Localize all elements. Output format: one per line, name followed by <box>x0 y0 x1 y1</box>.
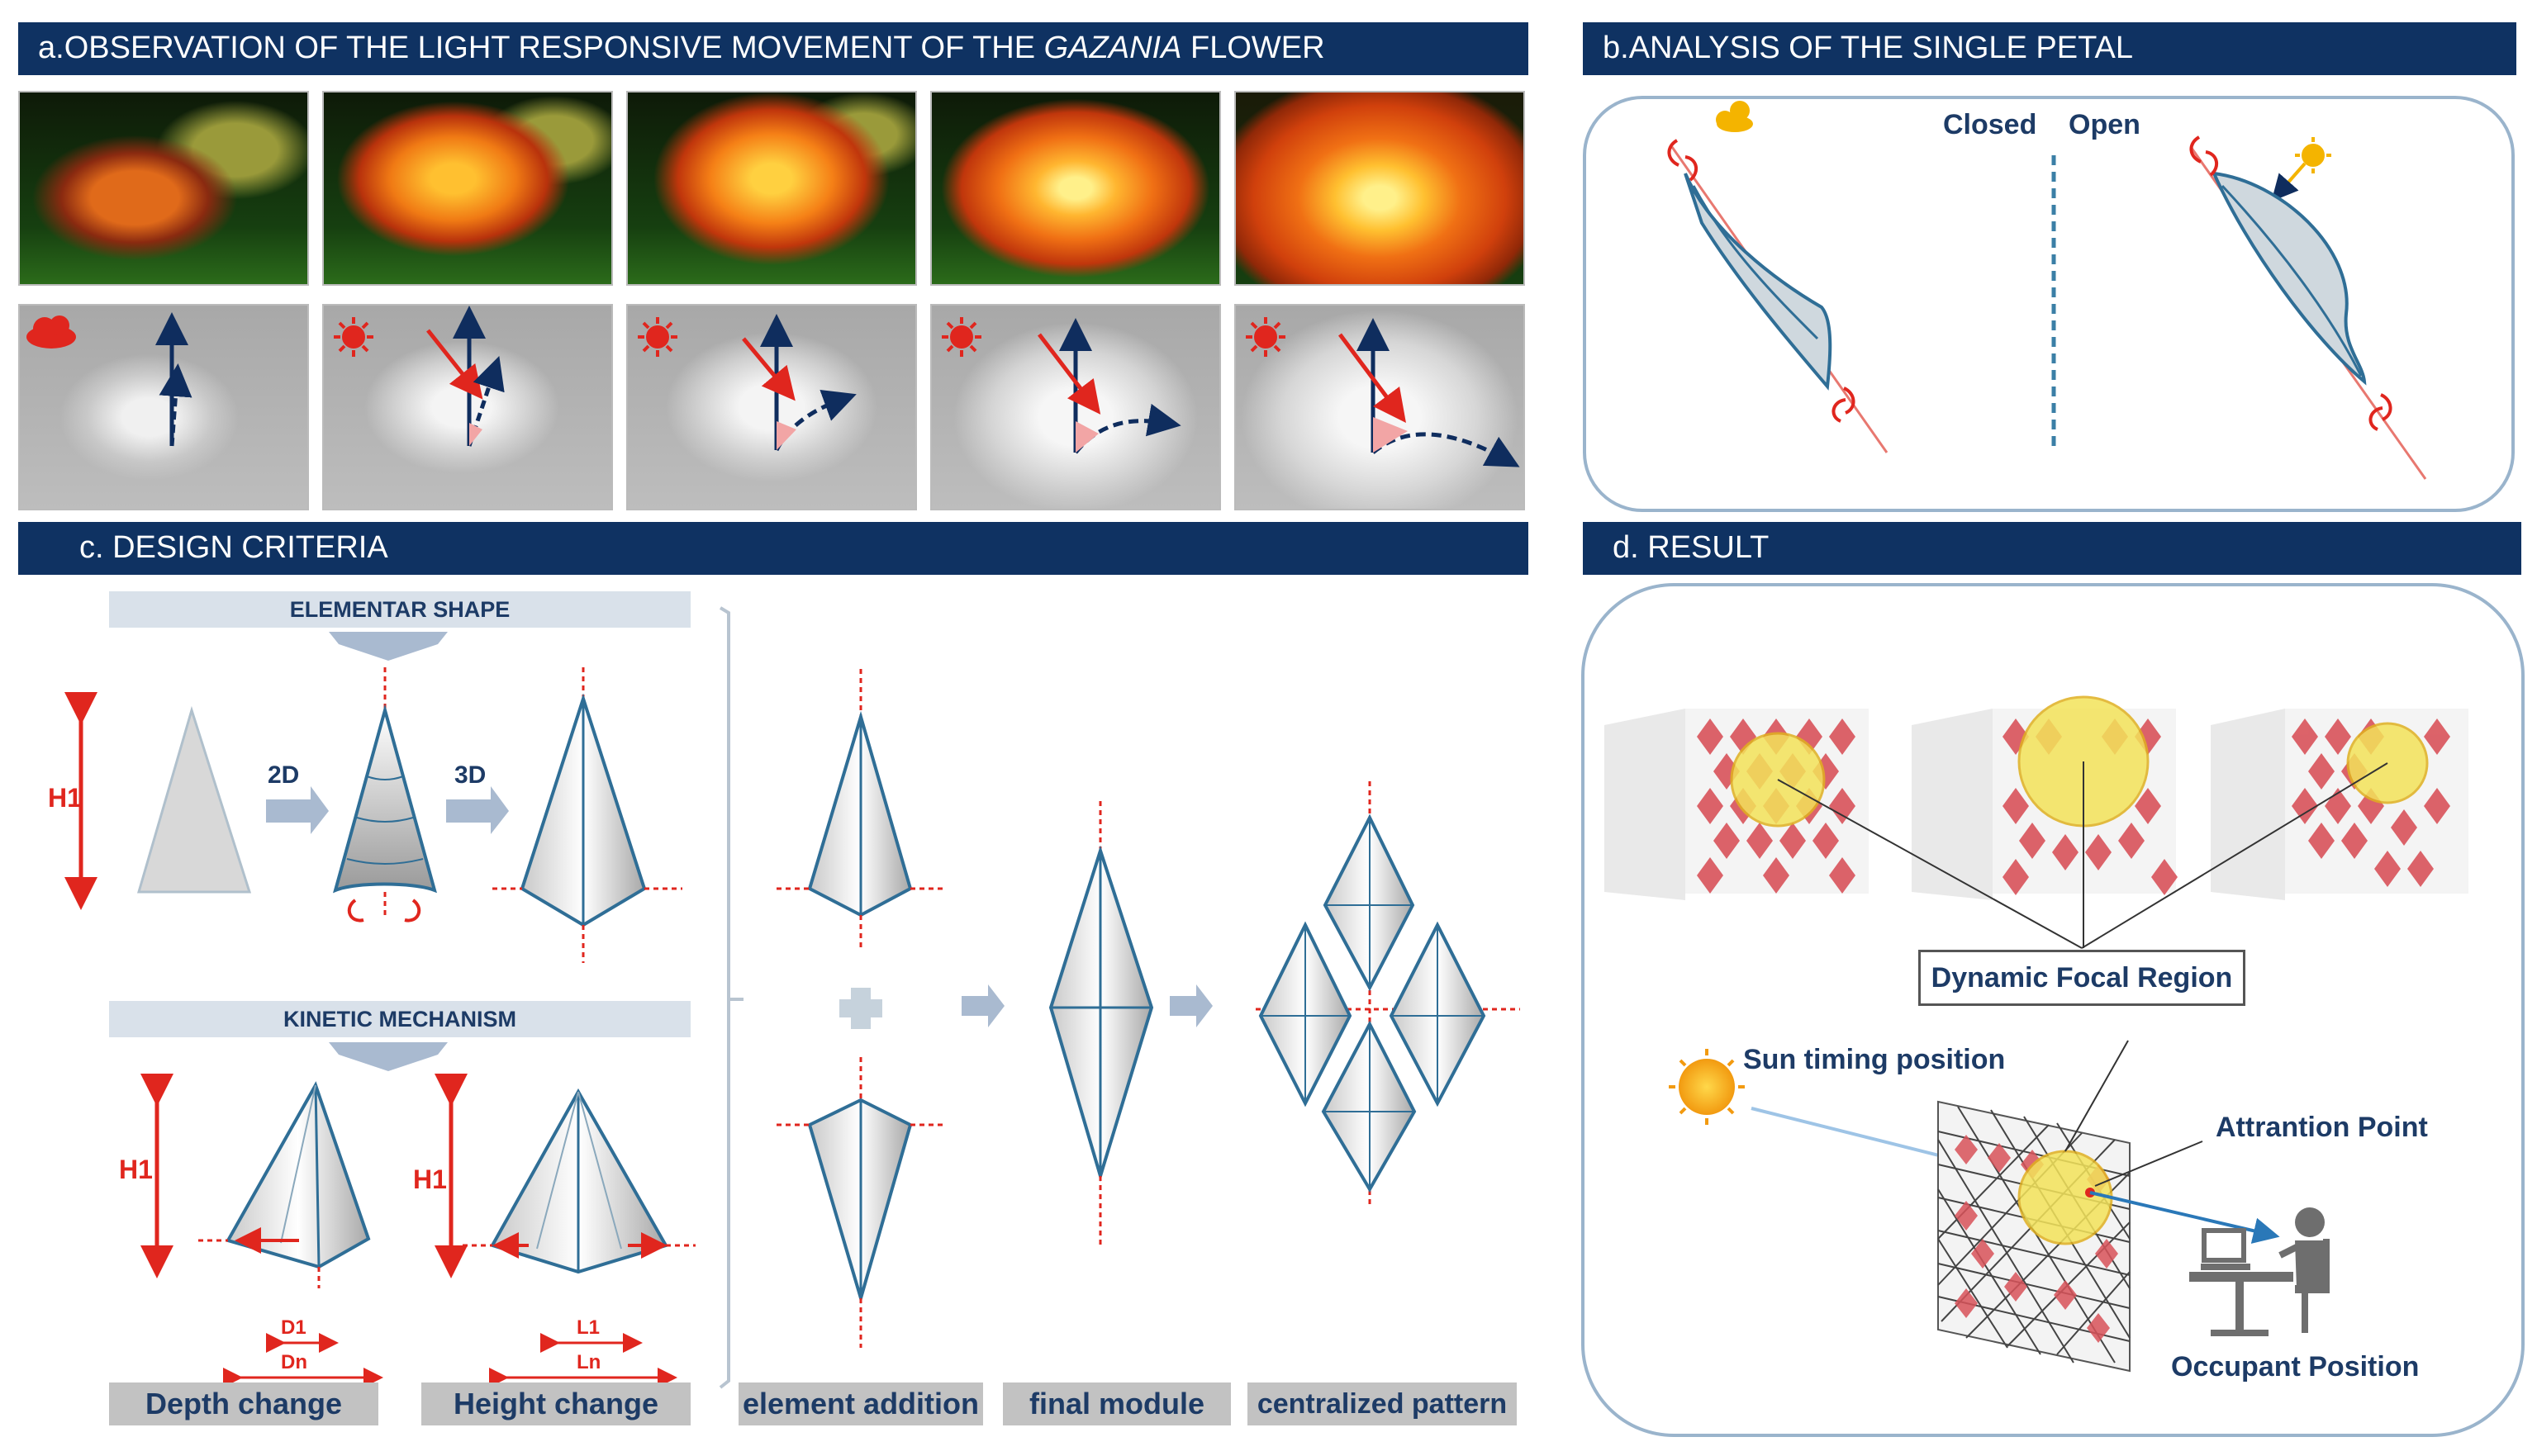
sun-icon <box>1246 317 1285 357</box>
final-module-diagram <box>1048 801 1154 1249</box>
panel-a-title-suffix: FLOWER <box>1181 31 1325 65</box>
panel-c-header: c. DESIGN CRITERIA <box>18 522 1528 575</box>
facade-render-1 <box>1604 709 1869 900</box>
ln-label: Ln <box>577 1351 601 1373</box>
element-addition-diagram <box>777 669 947 1348</box>
h1-label: H1 <box>48 783 82 813</box>
arrow-3d-icon <box>446 786 509 834</box>
element-addition-label: element addition <box>739 1382 983 1425</box>
label-3d: 3D <box>454 761 487 789</box>
arrow-right-icon <box>1170 984 1213 1027</box>
sun-icon <box>334 317 373 357</box>
attention-leader-line <box>2094 1141 2203 1187</box>
panel-b-frame <box>1583 96 2515 512</box>
occupant-icon <box>2189 1207 2330 1336</box>
panel-d-header: d. RESULT <box>1583 522 2521 575</box>
cloud-icon <box>26 315 76 349</box>
flat-triangle-shape <box>137 705 252 894</box>
facade-render-2 <box>1912 695 2178 900</box>
sunlight-arrow <box>2271 162 2307 202</box>
flower-photo-3 <box>626 91 917 286</box>
facade-render-3 <box>2211 709 2468 900</box>
sun-icon <box>638 317 677 357</box>
dynamic-focal-region-label: Dynamic Focal Region <box>1931 962 2233 994</box>
petal-open <box>2189 135 2427 480</box>
gaze-arrow <box>2089 1191 2280 1244</box>
sun-icon <box>942 317 981 357</box>
facade-leader-line <box>2064 1040 2129 1152</box>
flower-photo-1 <box>18 91 309 286</box>
focal-region-connectors <box>1777 761 2388 949</box>
down-arrow-icon <box>329 1042 448 1071</box>
down-arrow-icon <box>329 632 448 661</box>
closed-label: Closed <box>1943 109 2037 140</box>
folded-cone-shape <box>332 667 437 922</box>
panel-a-title-prefix: a.OBSERVATION OF THE LIGHT RESPONSIVE MO… <box>38 31 1044 65</box>
centralized-pattern-label: centralized pattern <box>1247 1382 1517 1425</box>
panel-a-title-italic: GAZANIA <box>1043 31 1182 65</box>
h1-depth-label: H1 <box>119 1155 153 1184</box>
flower-photo-4 <box>930 91 1221 286</box>
petal-closed <box>1667 139 1888 453</box>
open-label: Open <box>2069 109 2140 140</box>
dn-label: Dn <box>281 1351 307 1373</box>
facade-perspective <box>1937 1100 2131 1373</box>
arrow-2d-icon <box>266 786 329 834</box>
kite-3d-shape <box>492 667 682 963</box>
sun-timing-position-label: Sun timing position <box>1743 1044 2006 1075</box>
petal-movement-arrows <box>155 306 1520 467</box>
flower-photo-5 <box>1234 91 1525 286</box>
h1-dimension-arrows <box>64 692 468 1278</box>
panel-d-title: d. RESULT <box>1613 530 1770 565</box>
arrow-right-icon <box>962 984 1005 1027</box>
panel-b-title: b.ANALYSIS OF THE SINGLE PETAL <box>1603 31 2133 65</box>
depth-change-label: Depth change <box>109 1382 378 1425</box>
d1-label: D1 <box>281 1316 306 1339</box>
sun-icon <box>2295 137 2331 173</box>
label-2d: 2D <box>268 761 300 789</box>
h1-height-label: H1 <box>413 1164 447 1194</box>
occupant-position-label: Occupant Position <box>2171 1351 2420 1382</box>
l1-label: L1 <box>577 1316 601 1339</box>
cloud-sun-icon <box>1716 101 1753 132</box>
dynamic-focal-region-box: Dynamic Focal Region <box>1918 950 2245 1006</box>
height-change-label: Height change <box>421 1382 691 1425</box>
panel-a-header: a.OBSERVATION OF THE LIGHT RESPONSIVE MO… <box>18 22 1528 75</box>
sun-position-icon <box>1669 1049 1745 1125</box>
height-change-pyramid <box>463 1088 696 1387</box>
panel-c-bracket <box>719 606 744 1389</box>
final-module-label: final module <box>1003 1382 1231 1425</box>
centralized-pattern-diagram <box>1256 781 1520 1206</box>
depth-change-pyramid <box>198 1081 383 1387</box>
kinetic-mechanism-header: KINETIC MECHANISM <box>109 1001 691 1037</box>
flower-photo-2 <box>322 91 613 286</box>
elementar-shape-header: ELEMENTAR SHAPE <box>109 591 691 628</box>
panel-b-header: b.ANALYSIS OF THE SINGLE PETAL <box>1583 22 2516 75</box>
plus-icon <box>839 988 882 1029</box>
panel-c-title: c. DESIGN CRITERIA <box>79 530 388 565</box>
attention-point-label: Attrantion Point <box>2216 1112 2428 1143</box>
